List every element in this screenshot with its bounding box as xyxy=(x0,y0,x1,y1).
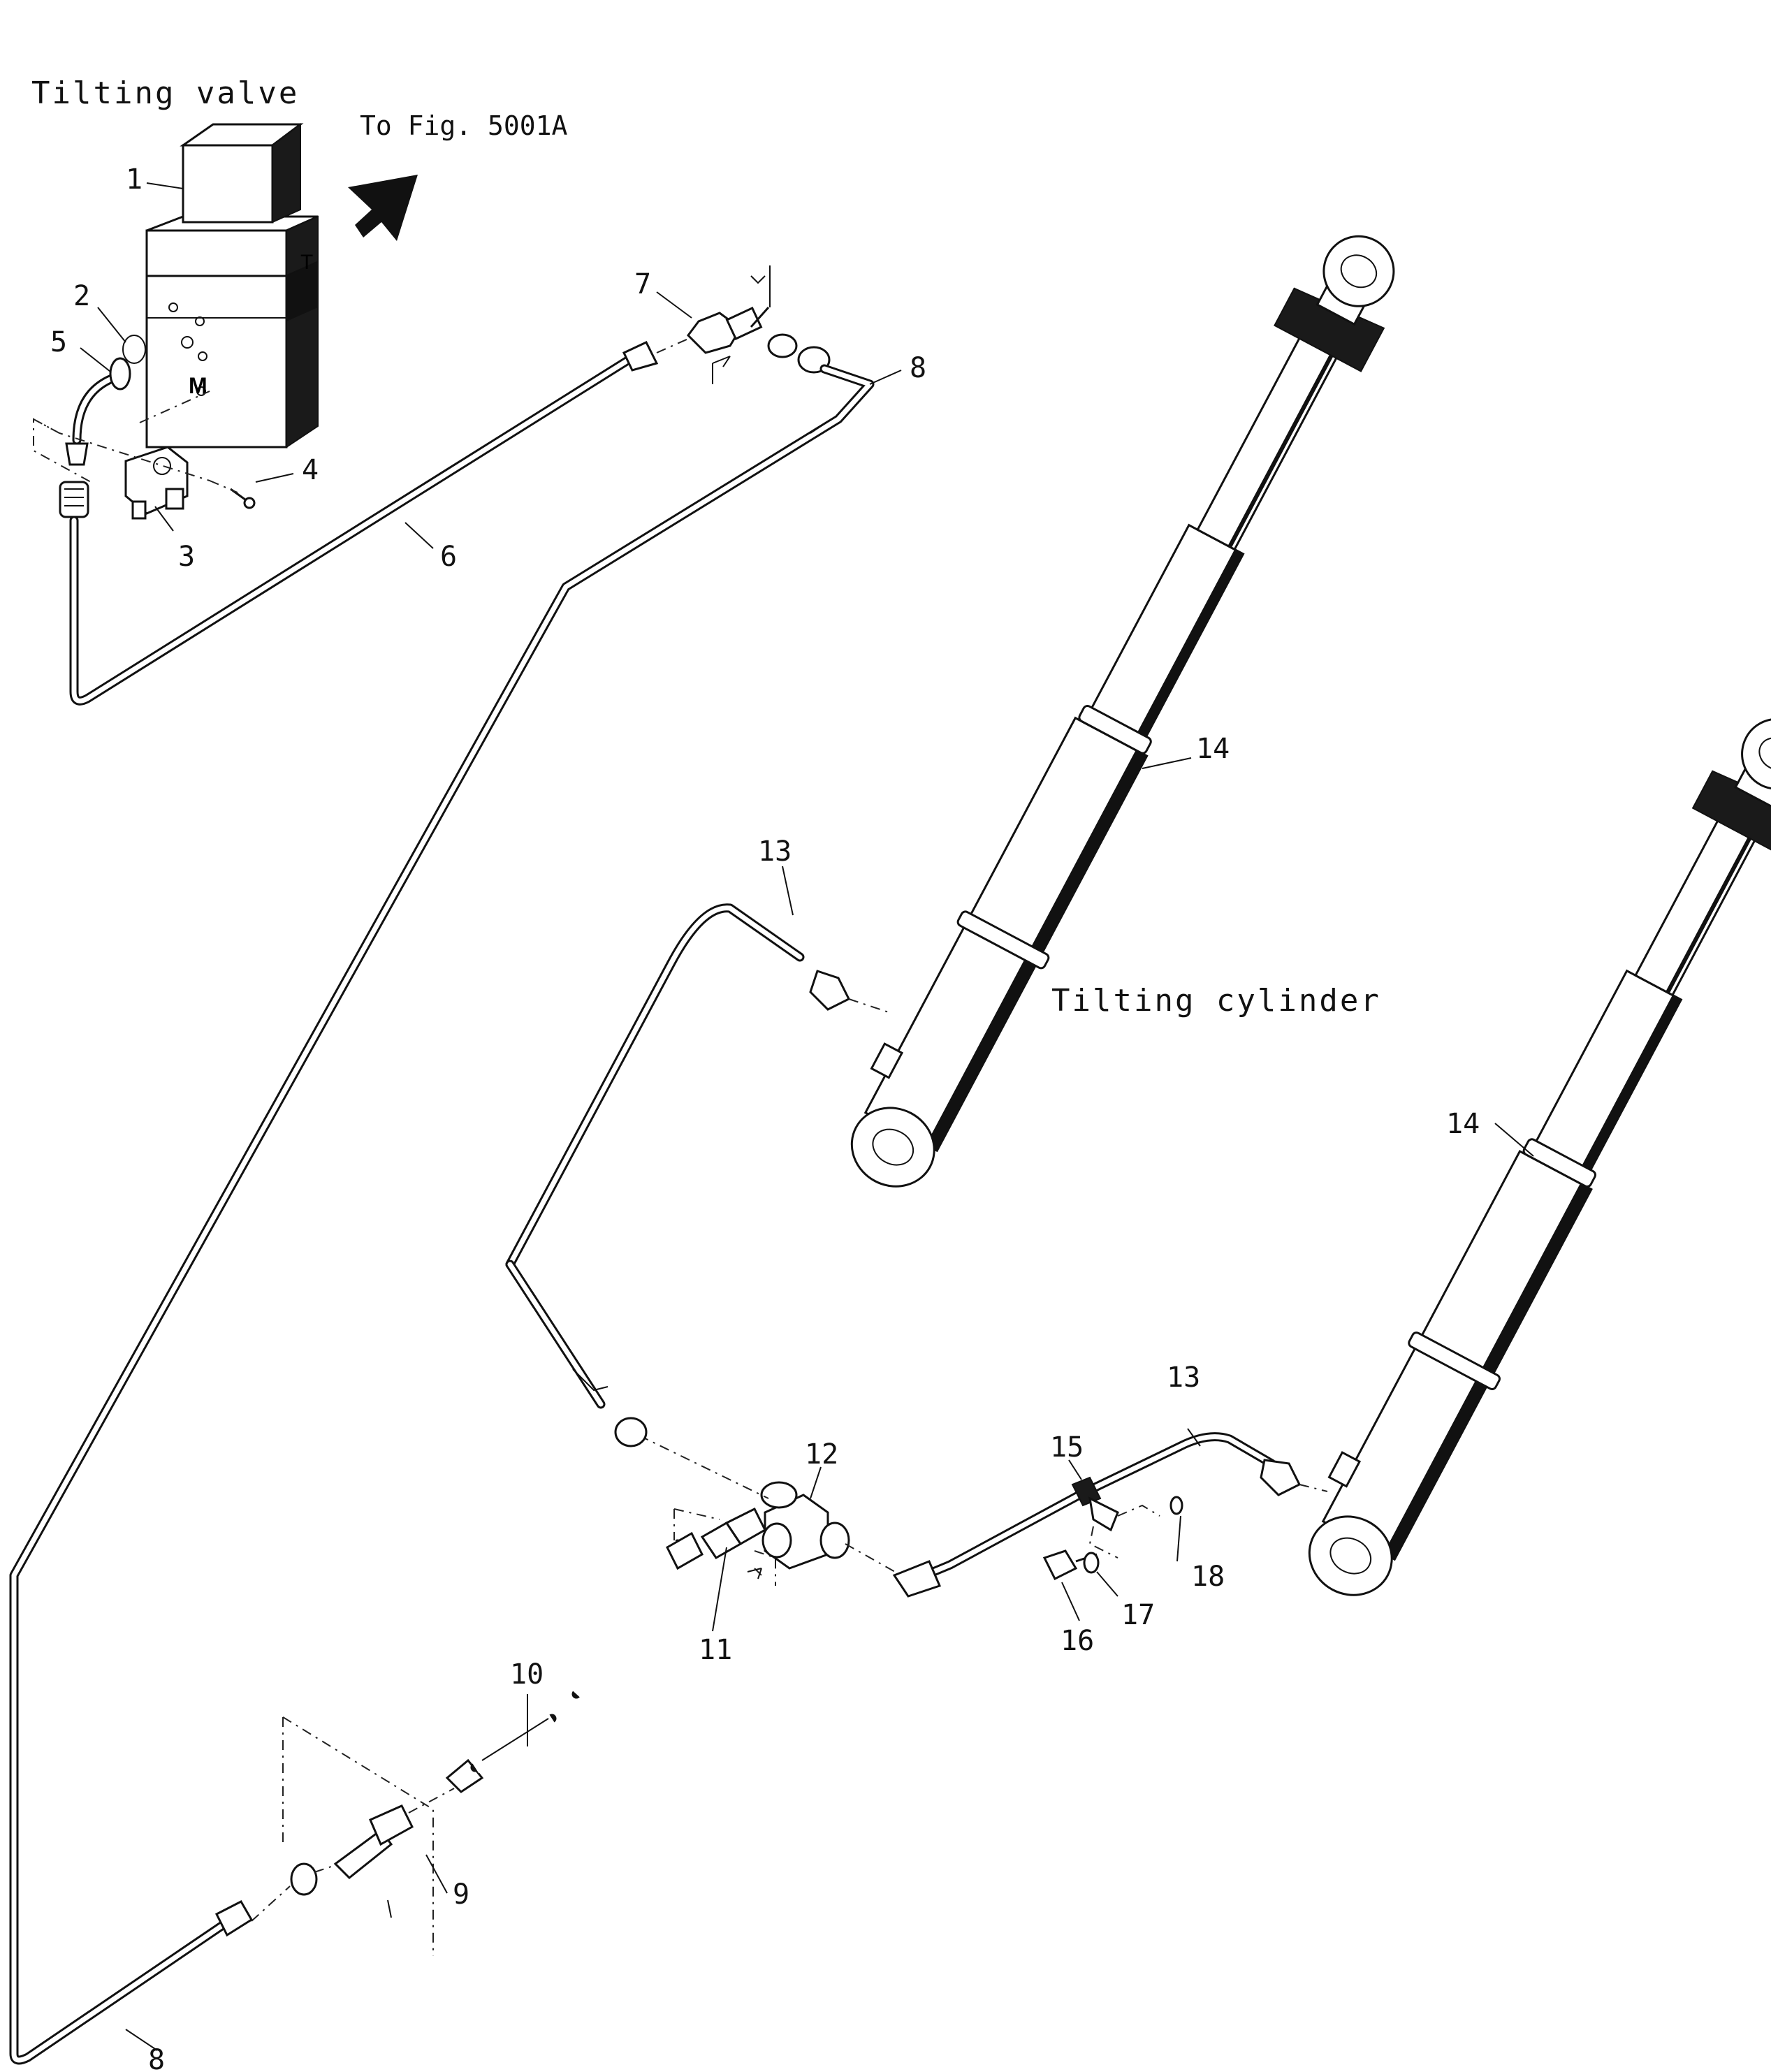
hose-nut xyxy=(59,481,89,518)
callout-9: 9 xyxy=(453,1878,469,1911)
lock-washer xyxy=(1169,1496,1183,1515)
callout-13-upper: 13 xyxy=(758,836,792,868)
callout-18: 18 xyxy=(1191,1561,1225,1593)
elbow-adapter xyxy=(687,265,831,384)
clamp xyxy=(1071,1476,1119,1532)
union-connector xyxy=(282,1716,434,1956)
adapter-fitting xyxy=(673,1507,776,1586)
tilting-cylinder-upper xyxy=(850,235,1395,1188)
callouts: 1 2 3 4 5 6 7 8 8 9 10 11 12 13 13 14 14… xyxy=(50,163,1480,2072)
callout-10: 10 xyxy=(510,1658,544,1691)
callout-13-lower: 13 xyxy=(1167,1362,1200,1394)
pipe-6 xyxy=(69,341,659,706)
callout-8-top: 8 xyxy=(910,352,926,384)
leader-lines xyxy=(80,182,1534,2051)
callout-11: 11 xyxy=(699,1634,732,1666)
tee-fitting xyxy=(760,1481,850,1570)
tilting-valve: T M xyxy=(145,123,319,448)
port-m-label: M xyxy=(189,373,207,398)
callout-2: 2 xyxy=(73,280,90,312)
pipe-8 xyxy=(9,364,875,2065)
callout-17: 17 xyxy=(1121,1599,1155,1631)
split-flange xyxy=(124,446,189,520)
arrow-icon xyxy=(348,175,418,241)
tilting-valve-title: Tilting valve xyxy=(31,75,299,111)
o-ring xyxy=(122,335,146,364)
tilting-cylinder-title: Tilting cylinder xyxy=(1051,983,1381,1019)
bolt xyxy=(230,488,256,509)
callout-16: 16 xyxy=(1061,1625,1094,1657)
callout-5: 5 xyxy=(50,326,67,358)
hose-11 xyxy=(571,1531,704,1699)
elbow-fitting xyxy=(65,357,131,466)
hose-10 xyxy=(445,1712,557,1793)
callout-14-upper: 14 xyxy=(1196,733,1230,765)
pipe-13-right xyxy=(892,1432,1302,1598)
callout-3: 3 xyxy=(178,541,195,573)
callout-4: 4 xyxy=(302,454,319,486)
callout-12: 12 xyxy=(805,1438,838,1471)
washer xyxy=(1083,1552,1100,1574)
callout-6: 6 xyxy=(440,541,457,573)
port-t-label: T xyxy=(300,251,313,274)
pipe-13-left xyxy=(505,903,805,1447)
callout-7: 7 xyxy=(634,268,651,300)
callout-15: 15 xyxy=(1050,1431,1084,1464)
tilting-cylinder-lower xyxy=(1308,717,1771,1596)
callout-1: 1 xyxy=(126,163,143,196)
to-fig-reference: To Fig. 5001A xyxy=(360,110,568,141)
callout-14-lower: 14 xyxy=(1446,1108,1480,1140)
callout-8-bottom: 8 xyxy=(148,2044,165,2072)
